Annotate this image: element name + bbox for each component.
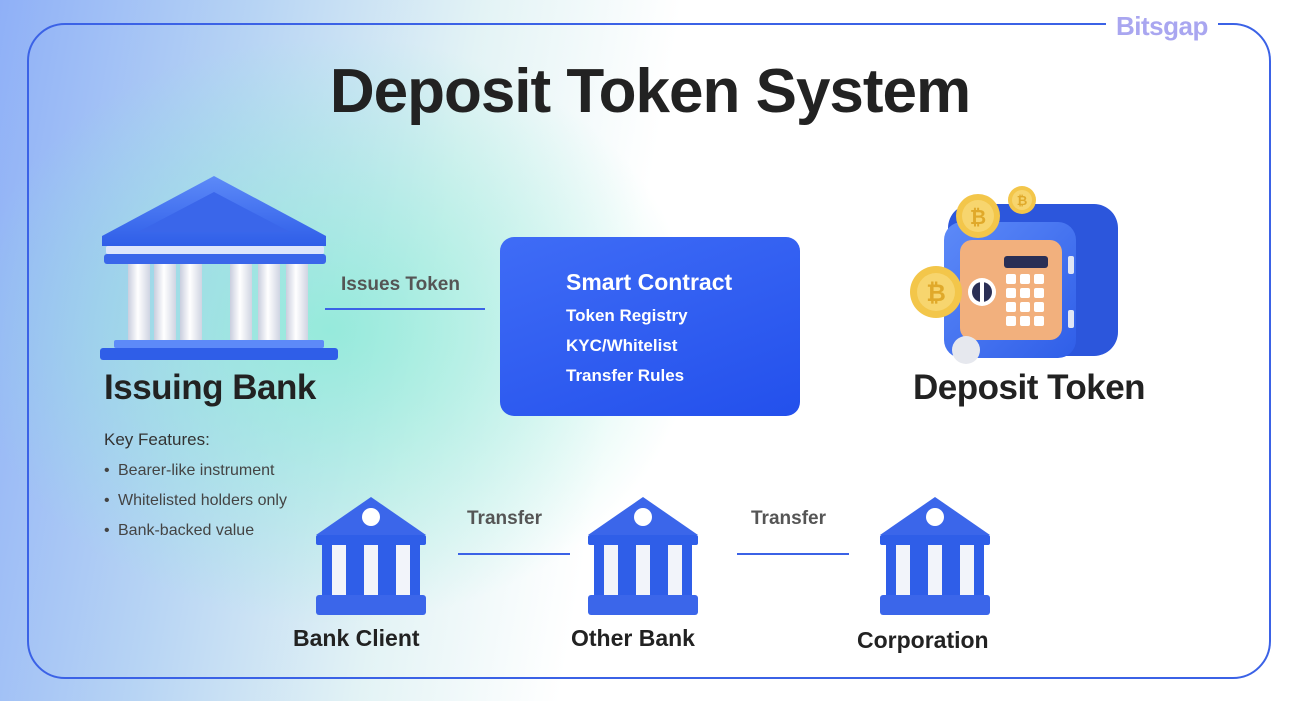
safe-with-bitcoins-icon: ₿ ₿ ₿ bbox=[910, 186, 1118, 364]
features-heading: Key Features: bbox=[104, 430, 210, 449]
issuing-bank-label: Issuing Bank bbox=[104, 368, 316, 407]
smart-contract-title: Smart Contract bbox=[566, 269, 733, 295]
contract-item: Transfer Rules bbox=[566, 366, 685, 385]
svg-text:₿: ₿ bbox=[970, 207, 986, 229]
bank-icon bbox=[588, 497, 698, 615]
contract-item: KYC/Whitelist bbox=[566, 336, 678, 355]
bank-icon bbox=[880, 497, 990, 615]
edge-transfer bbox=[458, 553, 570, 555]
edge-transfer bbox=[737, 553, 849, 555]
page-title: Deposit Token System bbox=[329, 57, 971, 126]
feature-item: •Whitelisted holders only bbox=[104, 492, 287, 509]
node-label-bank-client: Bank Client bbox=[293, 625, 420, 651]
feature-item: •Bearer-like instrument bbox=[104, 462, 275, 479]
key-features: Key Features: •Bearer-like instrument •W… bbox=[104, 430, 287, 550]
bank-icon bbox=[316, 497, 426, 615]
smart-contract-box: Smart Contract Token Registry KYC/Whitel… bbox=[500, 237, 800, 416]
svg-text:₿: ₿ bbox=[1017, 193, 1028, 208]
node-label-other-bank: Other Bank bbox=[571, 625, 695, 651]
feature-item: •Bank-backed value bbox=[104, 522, 255, 539]
brand-logo: Bitsgap bbox=[1106, 10, 1218, 42]
deposit-token-label: Deposit Token bbox=[913, 368, 1146, 407]
edge-label-transfer: Transfer bbox=[467, 508, 542, 529]
edge-label-issues-token: Issues Token bbox=[341, 274, 460, 295]
bank-building-icon bbox=[100, 176, 338, 360]
edge-issues-token bbox=[325, 308, 485, 310]
edge-label-transfer: Transfer bbox=[751, 508, 826, 529]
diagram-frame bbox=[27, 23, 1271, 679]
svg-text:₿: ₿ bbox=[926, 280, 946, 307]
contract-item: Token Registry bbox=[566, 306, 688, 325]
node-label-corporation: Corporation bbox=[857, 627, 989, 653]
